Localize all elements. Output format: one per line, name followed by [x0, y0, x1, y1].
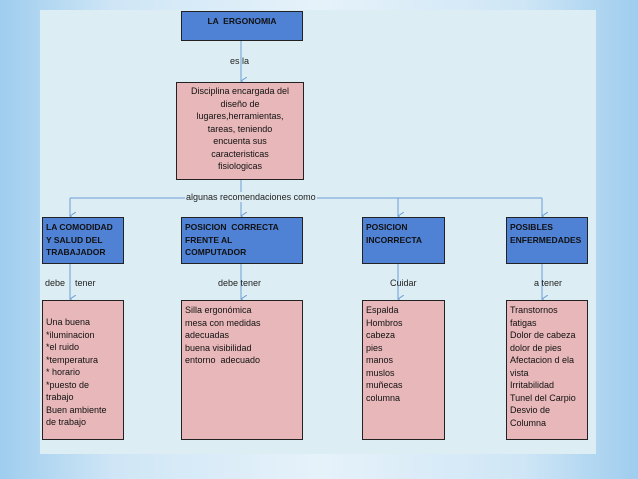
details-line: muslos [366, 367, 395, 378]
details-posicion-correcta: Silla ergonómica mesa con medidas adecua… [181, 300, 303, 440]
definition-line: Disciplina encargada del [190, 86, 290, 96]
definition-line: diseño de [220, 98, 260, 109]
definition-node: Disciplina encargada del diseño de lugar… [176, 82, 304, 180]
details-line: dolor de pies [510, 342, 562, 353]
details-line: Hombros [366, 317, 403, 328]
category-posicion-correcta: POSICION CORRECTA FRENTE AL COMPUTADOR [181, 217, 303, 264]
details-line: buena visibilidad [185, 342, 252, 353]
details-line: vista [510, 367, 529, 378]
details-line: Transtornos [510, 305, 558, 315]
category-title-line: TRABAJADOR [46, 247, 106, 257]
root-title: LA ERGONOMIA [207, 16, 277, 26]
details-line: columna [366, 392, 401, 403]
details-line: Irritabilidad [510, 380, 555, 390]
details-line: manos [366, 355, 394, 365]
category-title-line: LA COMODIDAD [46, 222, 113, 232]
details-line: trabajo [46, 392, 74, 402]
details-line: *puesto de [46, 379, 90, 390]
category-title-line: INCORRECTA [366, 234, 423, 245]
details-line: Dolor de cabeza [510, 330, 576, 340]
category-title-line: Y SALUD DEL [46, 234, 103, 245]
details-line: adecuadas [185, 330, 230, 340]
details-comodidad: Una buena *iluminacion *el ruido *temper… [42, 300, 124, 440]
details-line: *temperatura [46, 354, 99, 365]
details-line: pies [366, 342, 383, 353]
details-line: Tunel del Carpio [510, 392, 576, 403]
details-line: *iluminacion [46, 329, 95, 340]
details-posibles-enfermedades: Transtornos fatigas Dolor de cabeza dolo… [506, 300, 588, 440]
details-line: Columna [510, 417, 547, 428]
details-line: muñecas [366, 380, 403, 390]
link-recomendaciones: algunas recomendaciones como [185, 192, 317, 202]
verb-debe-tener-1: debe tener [45, 278, 96, 288]
details-line: mesa con medidas [185, 317, 261, 328]
definition-line: caracteristicas [211, 148, 269, 159]
category-title-line: FRENTE AL [185, 234, 233, 245]
category-posicion-incorrecta: POSICION INCORRECTA [362, 217, 445, 264]
category-posibles-enfermedades: POSIBLES ENFERMEDADES [506, 217, 588, 264]
details-line: cabeza [366, 330, 396, 340]
details-line: Una buena [46, 317, 91, 327]
verb-a-tener: a tener [534, 278, 563, 288]
diagram-panel [40, 10, 596, 454]
verb-debe-tener-2: debe tener [218, 278, 262, 288]
details-line: Desvio de [510, 405, 551, 415]
category-title-line: POSICION [366, 222, 408, 232]
details-line: de trabajo [46, 417, 87, 427]
details-line: entorno adecuado [185, 355, 261, 365]
category-title-line: ENFERMEDADES [510, 234, 582, 245]
details-line: fatigas [510, 317, 537, 328]
definition-line: fisiologicas [217, 161, 263, 171]
definition-line: lugares,herramientas, [196, 111, 284, 121]
details-line: Buen ambiente [46, 404, 107, 415]
details-line: *el ruido [46, 342, 80, 352]
verb-cuidar: Cuidar [390, 278, 417, 288]
details-line: * horario [46, 367, 81, 377]
category-comodidad: LA COMODIDAD Y SALUD DEL TRABAJADOR [42, 217, 124, 264]
details-line: Silla ergonómica [185, 305, 252, 315]
details-posicion-incorrecta: Espalda Hombros cabeza pies manos muslos… [362, 300, 445, 440]
category-title-line: COMPUTADOR [185, 247, 247, 257]
root-node: LA ERGONOMIA [181, 11, 303, 41]
category-title-line: POSICION CORRECTA [185, 222, 279, 232]
definition-line: encuenta sus [213, 136, 267, 146]
category-title-line: POSIBLES [510, 222, 553, 232]
details-line: Afectacion d ela [510, 355, 575, 365]
details-line: Espalda [366, 305, 399, 315]
definition-line: tareas, teniendo [207, 123, 273, 134]
link-es-la: es la [230, 56, 250, 66]
